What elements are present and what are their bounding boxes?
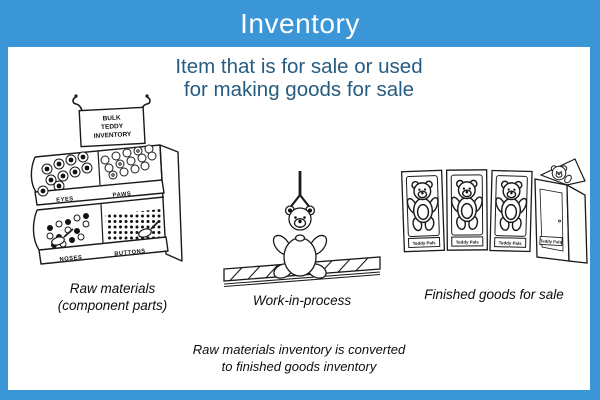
open-teddy-box: Teddy Pals xyxy=(534,158,588,264)
finished-goods-illustration: Teddy Pals Teddy Pals xyxy=(400,158,588,264)
peeking-bear-icon xyxy=(550,165,568,181)
header-bar: Inventory xyxy=(0,0,600,47)
teddy-bear-body-icon xyxy=(272,234,328,279)
parts-bins-icon: EYES PAWS xyxy=(30,144,183,265)
raw-materials-illustration: BULK TEDDY INVENTORY xyxy=(30,94,183,265)
sign-line-1: BULK xyxy=(102,115,121,123)
teddy-box: Teddy Pals xyxy=(445,169,489,251)
subtitle-line-2: for making goods for sale xyxy=(183,78,415,101)
footnote-line-1: Raw materials inventory is converted xyxy=(192,342,406,357)
work-in-process-caption: Work-in-process xyxy=(252,293,352,308)
sign-line-3: INVENTORY xyxy=(94,131,133,140)
scoop-icon xyxy=(138,220,160,238)
teddy-box: Teddy Pals xyxy=(400,169,446,253)
sign-line-2: TEDDY xyxy=(101,123,124,131)
bin-label-buttons: BUTTONS xyxy=(114,249,146,258)
scoop-icon xyxy=(51,228,74,246)
subtitle: Item that is for sale or used for making… xyxy=(8,55,590,101)
bear-paw xyxy=(564,174,572,184)
raw-materials-caption: Raw materials (component parts) xyxy=(57,281,168,313)
hanging-sign-icon: BULK TEDDY INVENTORY xyxy=(72,94,151,148)
work-in-process-figure: Work-in-process xyxy=(222,169,382,310)
work-in-process-illustration xyxy=(223,171,381,288)
teddy-bear-head-icon xyxy=(284,205,316,231)
paws-contents xyxy=(100,144,157,180)
box-label: Teddy Pals xyxy=(540,238,563,244)
teddy-box: Teddy Pals xyxy=(489,169,533,253)
bin-label-paws: PAWS xyxy=(112,191,131,199)
teddy-boxes-icon: Teddy Pals Teddy Pals xyxy=(400,158,588,264)
finished-goods-figure: Teddy Pals Teddy Pals xyxy=(400,147,588,304)
bin-label-noses: NOSES xyxy=(59,255,82,263)
page-title: Inventory xyxy=(240,7,360,39)
subtitle-line-1: Item that is for sale or used xyxy=(175,55,423,78)
eyes-contents xyxy=(41,151,93,192)
box-label: Teddy Pals xyxy=(413,240,437,246)
footnote-line-2: to finished goods inventory xyxy=(221,359,377,374)
footnote: Raw materials inventory is converted to … xyxy=(8,341,590,375)
bin-label-eyes: EYES xyxy=(56,196,74,203)
content-area: Item that is for sale or used for making… xyxy=(8,47,590,390)
finished-goods-caption: Finished goods for sale xyxy=(424,287,564,302)
box-label: Teddy Pals xyxy=(499,240,523,246)
raw-materials-figure: BULK TEDDY INVENTORY xyxy=(25,93,200,314)
box-label: Teddy Pals xyxy=(456,239,479,244)
